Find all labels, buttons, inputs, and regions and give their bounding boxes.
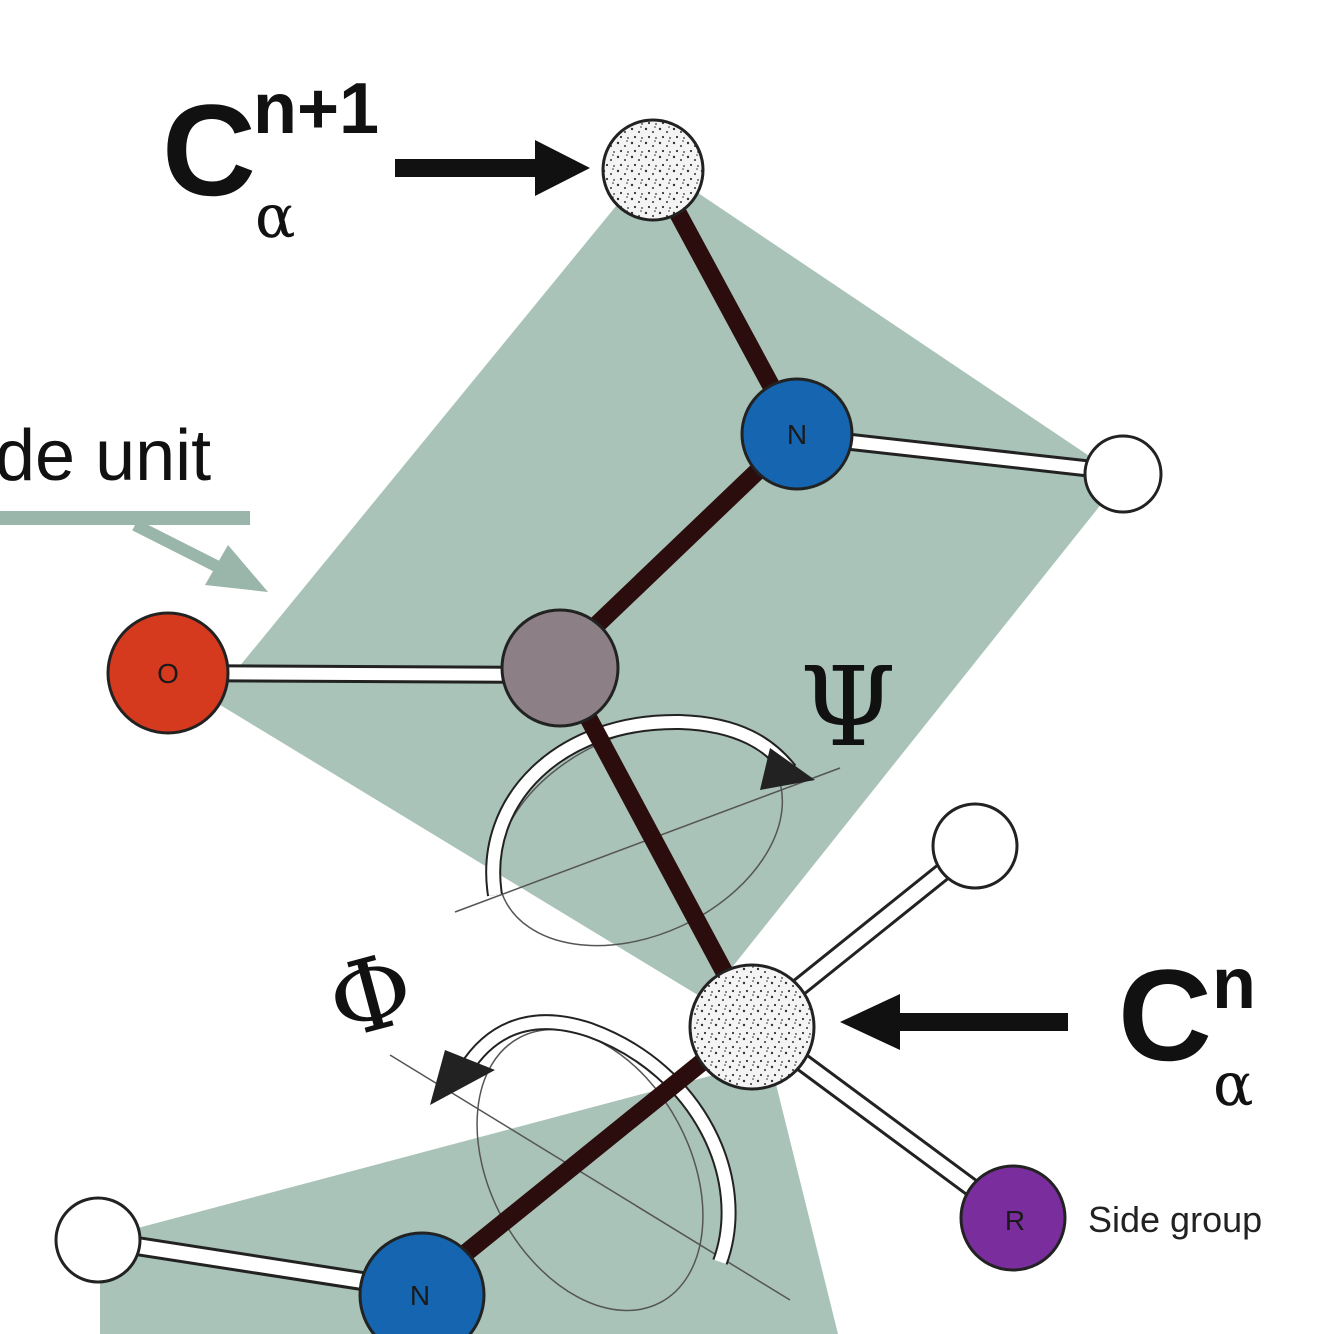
psi-arrow-head xyxy=(760,748,815,790)
c-alpha-bottom-atom xyxy=(688,963,816,1091)
c-alpha-top-superscript: n+1 xyxy=(253,69,379,149)
hydrogen-atom-upper xyxy=(931,802,1019,890)
upper-peptide-plane xyxy=(212,162,1122,1000)
c-alpha-top-subscript: α xyxy=(255,182,296,252)
side-chain-atom xyxy=(959,1164,1067,1272)
c-alpha-bottom-subscript: α xyxy=(1213,1050,1254,1120)
nitrogen-atom-top xyxy=(740,377,854,491)
c-alpha-top-atom xyxy=(601,118,705,222)
nitrogen-atom-bottom-label: N xyxy=(410,1280,430,1311)
c-alpha-bottom-superscript: n xyxy=(1212,944,1256,1024)
oxygen-atom-label: O xyxy=(157,658,179,689)
c-alpha-bottom-arrow-head xyxy=(840,994,900,1050)
side-group-label: Side group xyxy=(1088,1199,1262,1240)
oxygen-atom xyxy=(106,611,230,735)
nitrogen-atom-top-label: N xyxy=(787,419,807,450)
carbonyl-carbon-atom xyxy=(500,608,620,728)
c-alpha-top-arrow-head xyxy=(535,140,590,196)
peptide-unit-pointer-head xyxy=(205,545,268,592)
side-chain-atom-label: R xyxy=(1005,1205,1025,1236)
phi-label: Φ xyxy=(316,929,425,1063)
nitrogen-atom-bottom xyxy=(358,1231,486,1334)
peptide-unit-label: de unit xyxy=(0,416,211,496)
c-alpha-top-main-label: C xyxy=(162,77,256,223)
hydrogen-atom-lower-left xyxy=(54,1196,142,1284)
psi-label: Ψ xyxy=(800,643,896,771)
hydrogen-atom-right xyxy=(1083,434,1163,514)
phi-arrow-head xyxy=(430,1050,495,1105)
c-alpha-bottom-main-label: C xyxy=(1118,942,1212,1088)
